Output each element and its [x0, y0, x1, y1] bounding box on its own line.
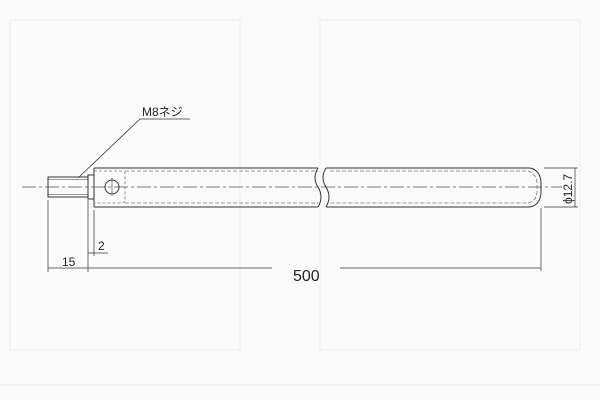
dim-total-length: 500: [293, 268, 320, 285]
rod-body-left: [93, 167, 322, 208]
dim-thread-length: 15: [62, 255, 76, 269]
thread-callout: M8ネジ: [77, 105, 190, 179]
thread-label: M8ネジ: [142, 105, 183, 119]
rod-body-right: [322, 167, 542, 208]
dim-diameter: ϕ12.7: [561, 174, 575, 204]
dim-step: 2: [98, 239, 105, 253]
background-ghost: [0, 19, 600, 386]
thread-part: [47, 174, 95, 200]
dimension-lines: [47, 167, 578, 272]
